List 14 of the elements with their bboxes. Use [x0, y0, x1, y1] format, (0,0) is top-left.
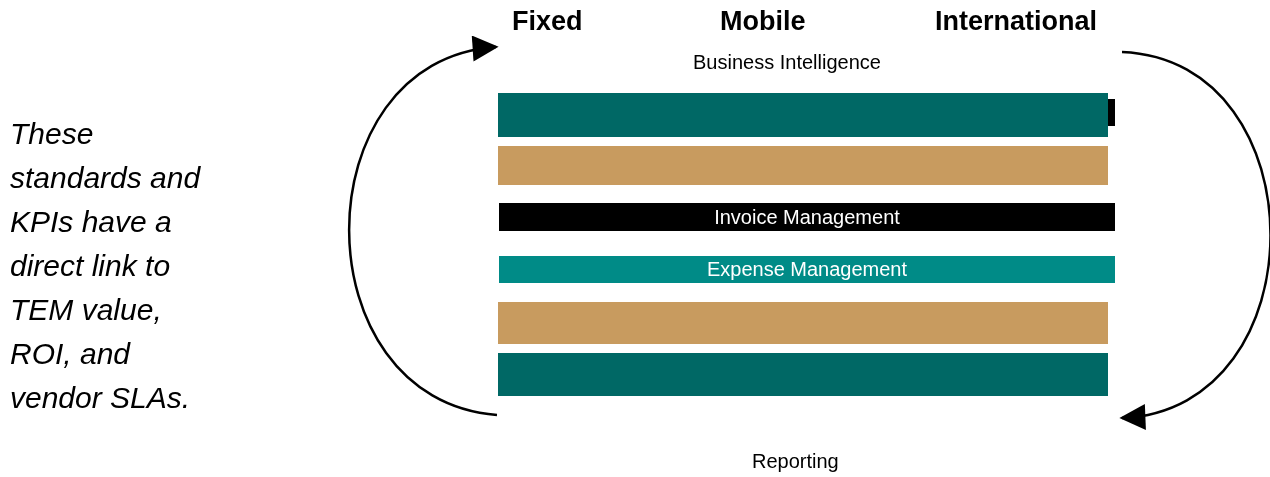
bar-band [498, 93, 1108, 137]
layer-label: Business Intelligence [693, 51, 881, 74]
bar-band [499, 256, 1115, 283]
bar-band [498, 146, 1108, 185]
bar-band [499, 203, 1115, 231]
bar-label: Expense Management [706, 258, 908, 281]
column-heading: International [935, 6, 1097, 37]
bar-band [498, 302, 1108, 344]
layer-label: Reporting [752, 450, 839, 473]
column-heading: Mobile [720, 6, 806, 37]
bar-label: Invoice Management [714, 205, 900, 229]
column-heading: Fixed [512, 6, 583, 37]
note-text: These standards and KPIs have a direct link to TEM value, ROI, and vendor SLAs. [10, 116, 202, 416]
bar-band [498, 353, 1108, 396]
